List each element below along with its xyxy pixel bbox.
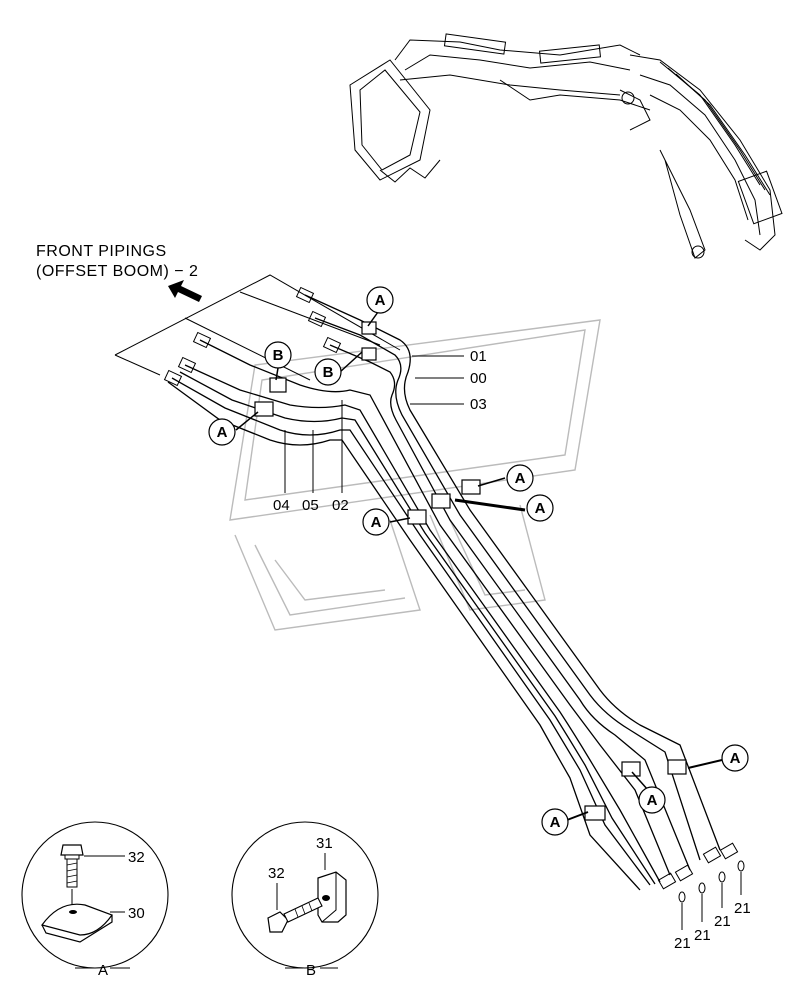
callout-circle-b-2: B (314, 358, 342, 386)
diagram-title-line1: FRONT PIPINGS (36, 243, 167, 260)
callout-leaders (235, 311, 723, 821)
part-label-30: 30 (128, 905, 145, 922)
svg-text:A: A (371, 514, 382, 531)
part-label-01: 01 (470, 348, 487, 365)
callout-circle-a-3: A (362, 508, 390, 536)
callout-circle-b-1: B (264, 341, 292, 369)
leader-lines (284, 355, 464, 493)
svg-text:A: A (730, 750, 741, 767)
callout-circle-a-6: A (541, 808, 569, 836)
pipe-bundle (167, 294, 721, 891)
svg-text:A: A (375, 292, 386, 309)
pipe-fittings (163, 286, 739, 890)
callout-circle-a-1: A (366, 286, 394, 314)
callout-circle-a-4: A (506, 464, 534, 492)
part-label-00: 00 (470, 370, 487, 387)
detail-a-label: A (98, 962, 108, 979)
svg-text:A: A (515, 470, 526, 487)
part-label-21a: 21 (674, 935, 691, 952)
detail-a: 32 30 A (21, 821, 169, 979)
o-ring-parts (678, 860, 745, 930)
detail-b: 31 32 B (231, 821, 379, 979)
svg-text:A: A (550, 814, 561, 831)
svg-text:B: B (323, 364, 334, 381)
diagram-title-line2: (OFFSET BOOM) − 2 (36, 263, 198, 280)
part-label-03: 03 (470, 396, 487, 413)
part-label-21b: 21 (694, 927, 711, 944)
part-label-31: 31 (316, 835, 333, 852)
clamp-block-icon (317, 871, 347, 923)
part-label-32-b: 32 (268, 865, 285, 882)
svg-text:A: A (217, 424, 228, 441)
part-label-05: 05 (302, 497, 319, 514)
svg-text:A: A (535, 500, 546, 517)
callout-circle-a-8: A (721, 744, 749, 772)
arrow-left-icon (168, 280, 202, 302)
callout-circle-a-7: A (638, 786, 666, 814)
clamp-plate-icon (41, 903, 113, 943)
part-label-02: 02 (332, 497, 349, 514)
part-label-21c: 21 (714, 913, 731, 930)
detail-b-label: B (306, 962, 316, 979)
bolt-icon (267, 897, 323, 933)
part-label-21d: 21 (734, 900, 751, 917)
part-label-32-a: 32 (128, 849, 145, 866)
svg-text:B: B (273, 347, 284, 364)
callout-circle-a-2: A (208, 418, 236, 446)
svg-text:A: A (647, 792, 658, 809)
bolt-icon (60, 844, 84, 888)
callout-circle-a-5: A (526, 494, 554, 522)
clamp-icon (254, 321, 687, 821)
part-label-04: 04 (273, 497, 290, 514)
excavator-icon (349, 33, 783, 259)
